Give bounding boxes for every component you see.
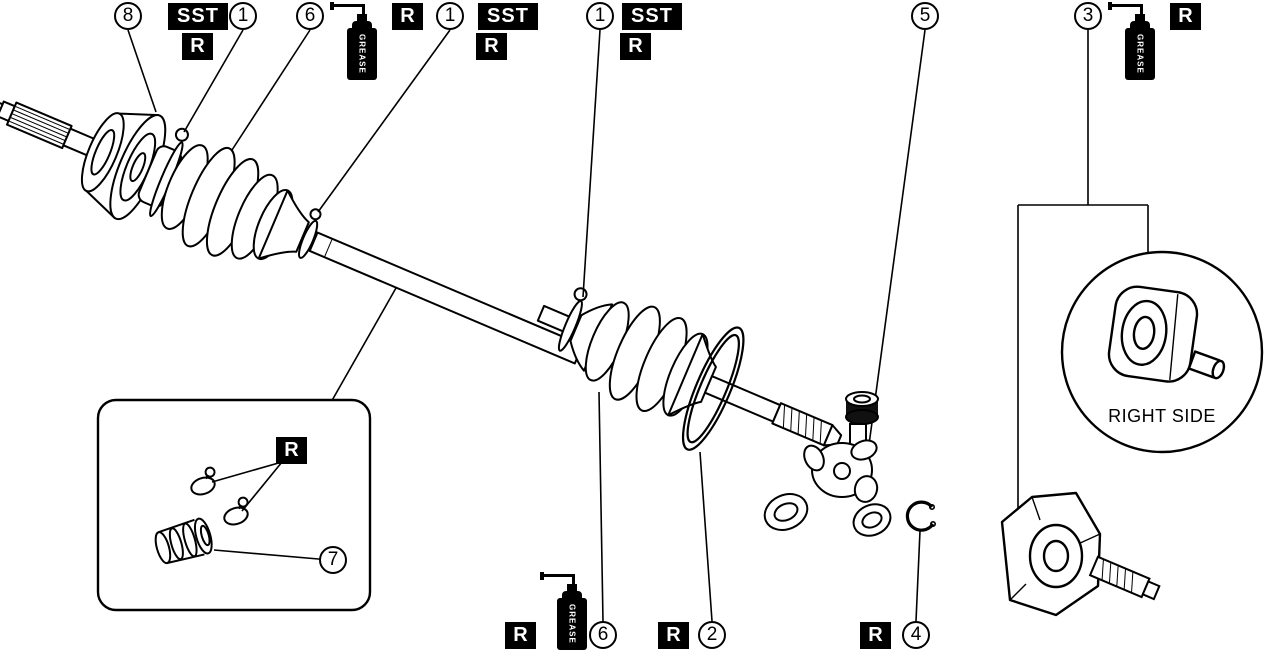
tripod-joint <box>803 391 879 503</box>
replace-tag-6: R <box>505 622 536 649</box>
cv-joint-housing <box>1000 491 1102 617</box>
callout-7: 7 <box>319 546 347 574</box>
callout-1b: 1 <box>436 2 464 30</box>
replace-tag-5: R <box>1170 3 1201 30</box>
callout-4: 4 <box>902 621 930 649</box>
right-side-label: RIGHT SIDE <box>1108 406 1216 426</box>
leader-lines <box>127 29 1149 622</box>
grease-can-icon: GREASE <box>1125 28 1155 80</box>
cv-joint-stub-shaft <box>1088 555 1161 601</box>
callout-5: 5 <box>911 2 939 30</box>
right-shaft-assembly <box>536 287 843 447</box>
grease-can-top-left: GREASE <box>330 0 400 82</box>
replace-tag-8: R <box>860 622 891 649</box>
replace-tag-1: R <box>182 33 213 60</box>
lipped-ring <box>852 503 892 537</box>
callout-8: 8 <box>114 2 142 30</box>
can-nozzle-icon <box>567 584 577 592</box>
damper-clamp-a <box>190 466 216 496</box>
dust-deflector <box>80 112 167 221</box>
left-shaft-assembly <box>0 99 584 365</box>
spray-tip-icon <box>540 572 544 580</box>
right-side-detail-circle <box>1060 250 1264 454</box>
spacer-ring <box>763 493 809 531</box>
damper-inset-box <box>96 398 372 612</box>
right-boot-bellows <box>584 301 717 417</box>
replace-tag-inset: R <box>276 437 307 464</box>
replace-tag-2: R <box>392 3 423 30</box>
snap-ring <box>905 500 936 532</box>
boot-clamp-large <box>149 127 189 218</box>
grease-can-icon: GREASE <box>557 598 587 650</box>
can-shoulder-icon <box>352 21 372 30</box>
spray-tip-icon <box>330 2 334 10</box>
can-shoulder-icon <box>1130 21 1150 30</box>
dynamic-damper <box>154 517 213 565</box>
axle-shaft <box>308 231 584 365</box>
spray-straw-icon <box>1112 4 1143 16</box>
inset-leader-lines <box>211 461 331 561</box>
replace-tag-3: R <box>476 33 507 60</box>
sst-tag-1: SST <box>168 3 228 30</box>
splined-end <box>771 402 834 447</box>
callout-3: 3 <box>1074 2 1102 30</box>
boot-band-ring <box>681 326 745 451</box>
replace-tag-4: R <box>620 33 651 60</box>
callout-2: 2 <box>698 621 726 649</box>
callout-1a: 1 <box>229 2 257 30</box>
grease-label: GREASE <box>567 604 577 644</box>
sst-tag-2: SST <box>478 3 538 30</box>
spline-lines <box>9 106 70 145</box>
callout-6a: 6 <box>296 2 324 30</box>
grease-can-icon: GREASE <box>347 28 377 80</box>
grease-can-top-right: GREASE <box>1108 0 1178 82</box>
spline-hatch <box>782 404 822 444</box>
spray-straw-icon <box>334 4 365 16</box>
grease-label: GREASE <box>1135 34 1145 74</box>
damper-clamp-b <box>223 496 249 526</box>
can-nozzle-icon <box>357 14 367 22</box>
spray-straw-icon <box>544 574 575 586</box>
replace-tag-7: R <box>658 622 689 649</box>
spray-tip-icon <box>1108 2 1112 10</box>
callout-6b: 6 <box>589 621 617 649</box>
grease-label: GREASE <box>357 34 367 74</box>
can-shoulder-icon <box>562 591 582 600</box>
left-boot-bellows <box>160 144 310 261</box>
grease-can-bottom: GREASE <box>540 570 610 652</box>
can-nozzle-icon <box>1135 14 1145 22</box>
rubber-ring <box>845 391 879 425</box>
sst-tag-3: SST <box>622 3 682 30</box>
callout-1c: 1 <box>586 2 614 30</box>
